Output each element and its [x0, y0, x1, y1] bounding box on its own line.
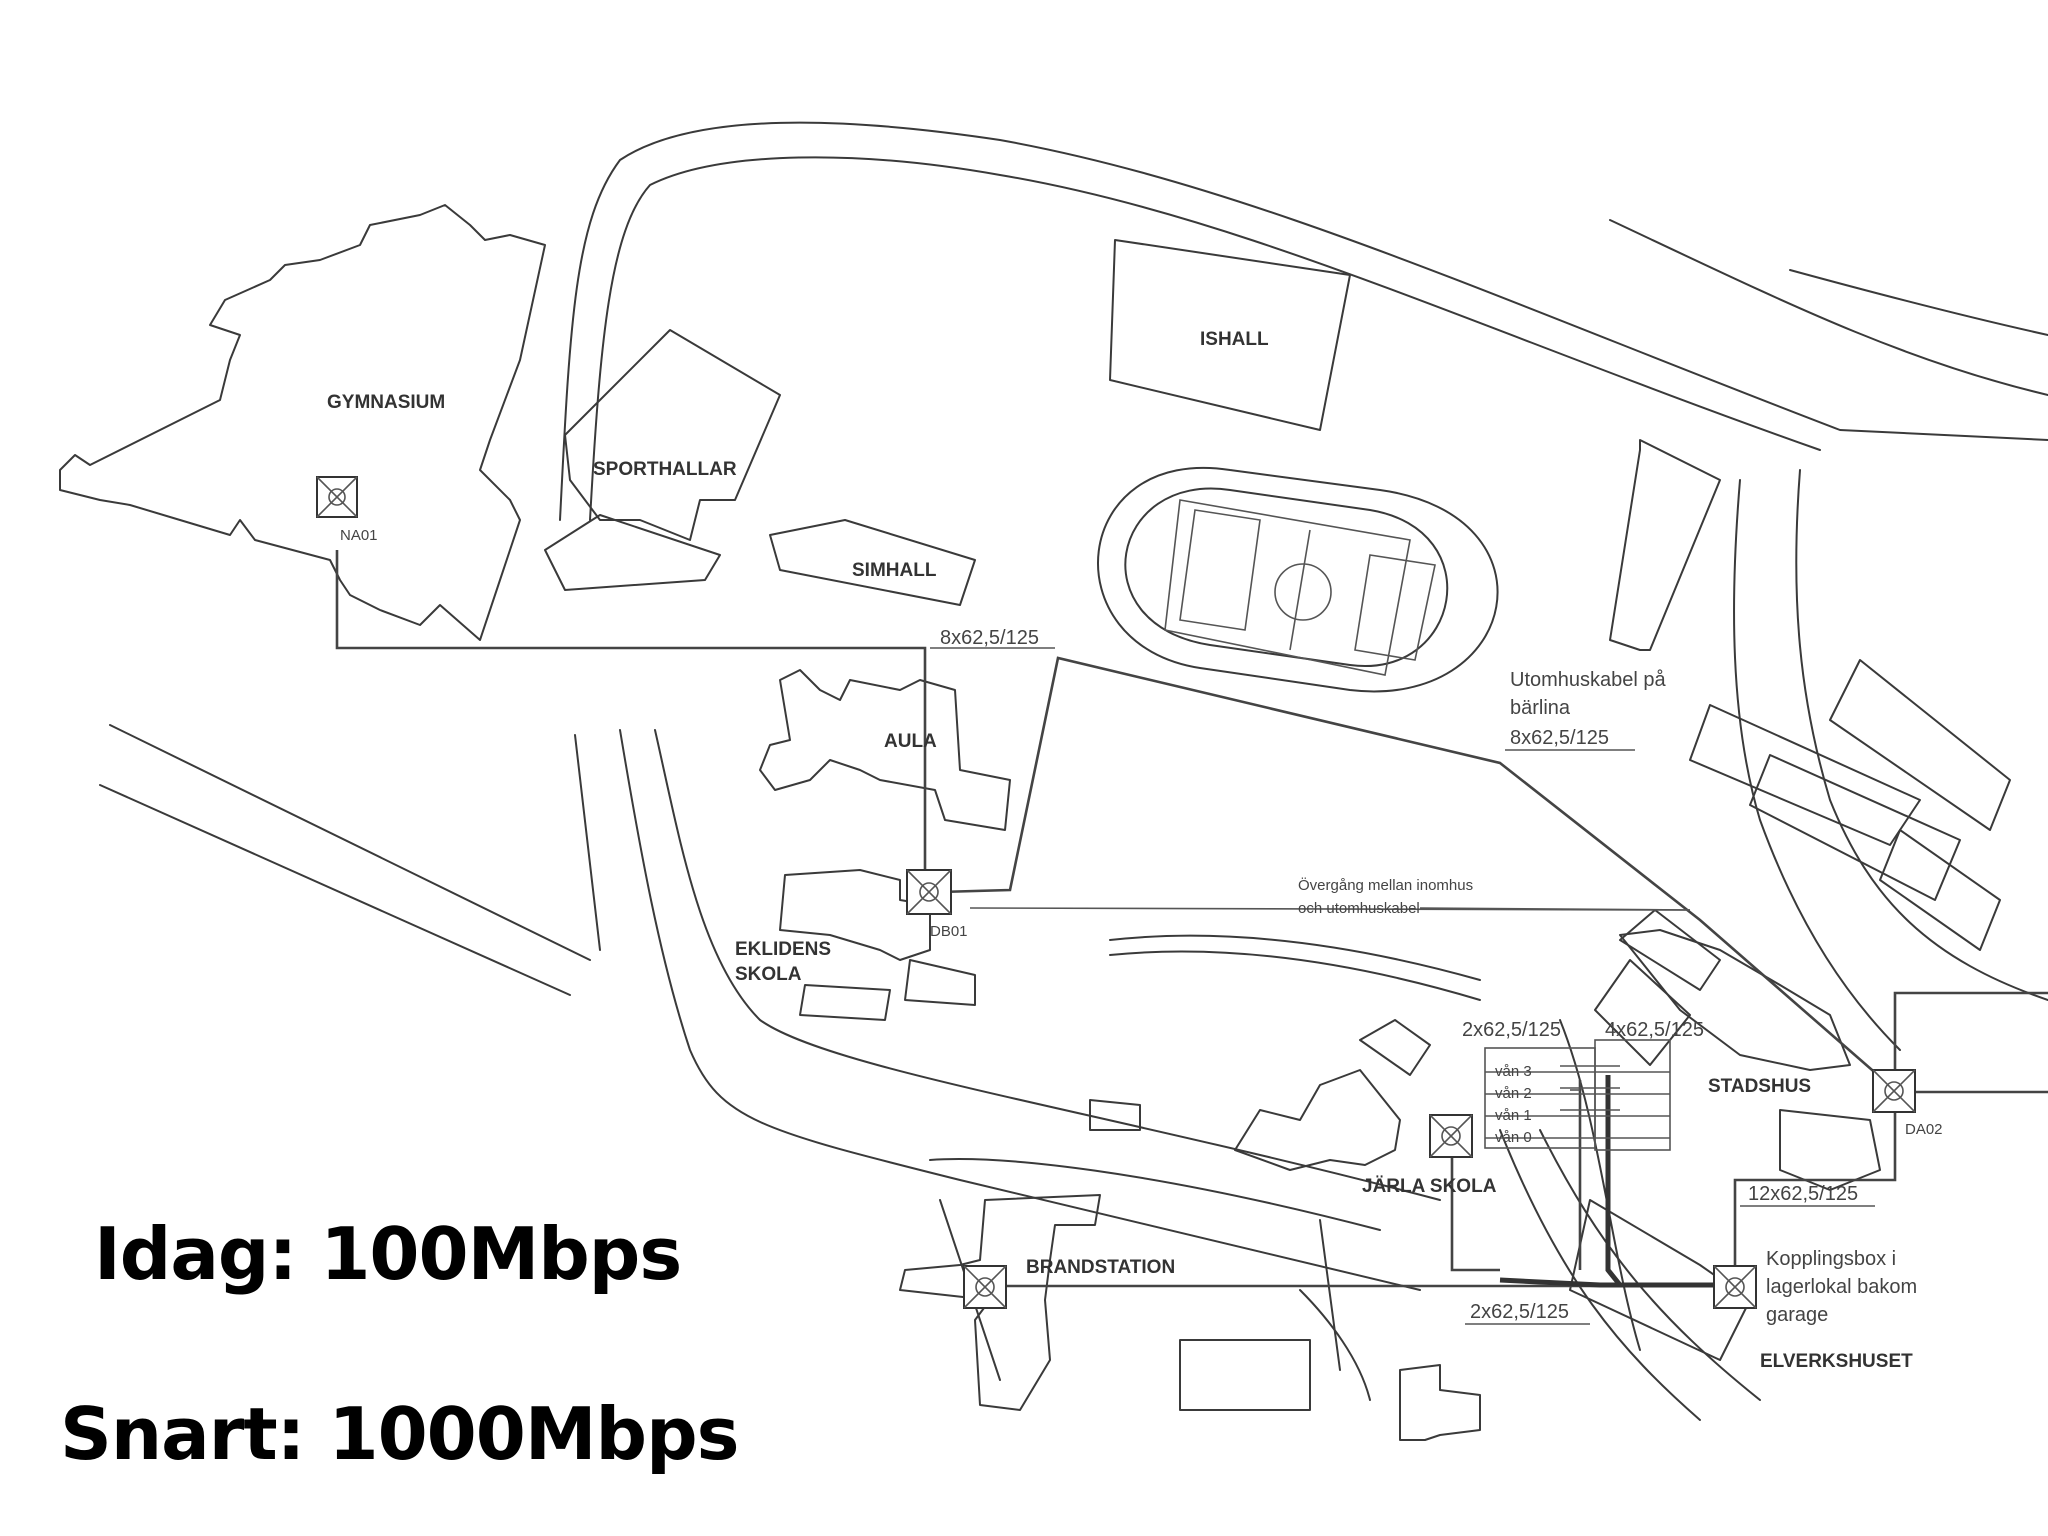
- cable-label: 2x62,5/125: [1470, 1301, 1569, 1323]
- label-aula: AULA: [884, 731, 937, 752]
- cable-label: 8x62,5/125: [940, 627, 1039, 649]
- node-label-da02: DA02: [1905, 1121, 1943, 1138]
- cable-note: Utomhuskabel på: [1510, 669, 1667, 691]
- label-simhall: SIMHALL: [852, 560, 937, 581]
- node-label-db01: DB01: [930, 923, 968, 940]
- label-elverkshuset: ELVERKSHUSET: [1760, 1351, 1913, 1372]
- transition-note: och utomhuskabel: [1298, 900, 1420, 917]
- speed-soon-text: Snart: 1000Mbps: [60, 1392, 739, 1476]
- building-labels: GYMNASIUM SPORTHALLAR SIMHALL ISHALL AUL…: [327, 329, 1913, 1372]
- node-jarla[interactable]: [1429, 1114, 1473, 1158]
- label-gymnasium: GYMNASIUM: [327, 392, 445, 413]
- floor-label: vån 0: [1495, 1129, 1532, 1146]
- building-jarla: [1234, 1069, 1401, 1171]
- node-na01[interactable]: NA01: [316, 476, 378, 544]
- label-eklidens-skola: SKOLA: [735, 964, 802, 985]
- buildings: [59, 204, 2011, 1441]
- cable-labels: 8x62,5/125 Utomhuskabel på bärlina 8x62,…: [930, 627, 1917, 1326]
- node-label-na01: NA01: [340, 527, 378, 544]
- riser-diagram: vån 3 vån 2 vån 1 vån 0: [1484, 1039, 1671, 1151]
- label-brandstation: BRANDSTATION: [1026, 1257, 1175, 1278]
- node-da02[interactable]: DA02: [1872, 1069, 1943, 1138]
- floor-label: vån 3: [1495, 1063, 1532, 1080]
- building-aula: [759, 669, 1011, 831]
- sports-field: [1097, 466, 1499, 693]
- label-ishall: ISHALL: [1200, 329, 1269, 350]
- cable-label: 4x62,5/125: [1605, 1019, 1704, 1041]
- building-sporthallar: [564, 329, 781, 541]
- node-kopplingsbox[interactable]: [1713, 1265, 1757, 1309]
- label-sporthallar: SPORTHALLAR: [593, 459, 737, 480]
- node-db01[interactable]: DB01: [906, 869, 968, 940]
- building-eklidens: [779, 869, 931, 961]
- label-stadshus: STADSHUS: [1708, 1076, 1811, 1097]
- transition-note: Övergång mellan inomhus: [1298, 876, 1473, 894]
- box-note: Kopplingsbox i: [1766, 1248, 1896, 1270]
- building-simhall: [769, 519, 976, 606]
- building-ishall: [1109, 239, 1351, 431]
- box-note: garage: [1766, 1304, 1828, 1326]
- building-gymnasium: [59, 204, 546, 641]
- building-elverkshuset: [1569, 1199, 1751, 1361]
- cable-label: 8x62,5/125: [1510, 727, 1609, 749]
- building-brandstation: [899, 1194, 1101, 1411]
- node-brandstation[interactable]: [963, 1265, 1007, 1309]
- building-stadshus: [1619, 929, 1851, 1071]
- cable-label: 12x62,5/125: [1748, 1183, 1858, 1205]
- floor-label: vån 2: [1495, 1085, 1532, 1102]
- label-jarla: JÄRLA SKOLA: [1362, 1176, 1497, 1197]
- box-note: lagerlokal bakom: [1766, 1276, 1917, 1298]
- floor-label: vån 1: [1495, 1107, 1532, 1124]
- roads: [99, 121, 2048, 1421]
- cable-note: bärlina: [1510, 697, 1571, 719]
- speed-today-text: Idag: 100Mbps: [94, 1212, 682, 1296]
- label-eklidens: EKLIDENS: [735, 939, 831, 960]
- cable-label: 2x62,5/125: [1462, 1019, 1561, 1041]
- fiber-cables: [335, 550, 2048, 1288]
